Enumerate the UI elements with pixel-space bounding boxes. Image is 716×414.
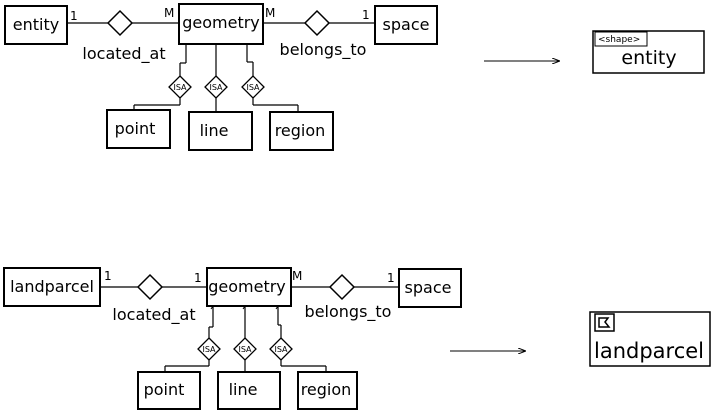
isa-label-region-bottom: ISA <box>274 345 288 354</box>
landparcel-box <box>3 267 101 307</box>
geometry-label-bottom: geometry <box>208 277 286 296</box>
space-label-bottom: space <box>405 278 452 297</box>
subtype-region-box <box>269 111 334 151</box>
belongs-to-label-bottom: belongs_to <box>305 302 392 322</box>
polygon-icon <box>594 313 615 332</box>
space-box <box>374 5 438 45</box>
belongs-to-relationship <box>303 9 331 37</box>
card-geometry-left-bottom: 1 <box>194 271 202 285</box>
geometry-label: geometry <box>182 13 260 32</box>
subtype-region-label-bottom: region <box>301 380 352 399</box>
isa-label-region: ISA <box>246 83 260 92</box>
isa-diamond-region <box>241 75 265 99</box>
subtype-region-box-bottom <box>297 371 358 410</box>
isa-label-point-bottom: ISA <box>202 345 216 354</box>
geometry-box <box>178 3 264 45</box>
subtype-line-box <box>188 111 253 151</box>
located-at-relationship <box>106 9 134 37</box>
landparcel-label: landparcel <box>10 277 94 296</box>
subtype-point-label: point <box>115 119 156 138</box>
subtype-line-box-bottom <box>217 371 281 410</box>
isa-label-line-bottom: ISA <box>238 345 252 354</box>
located-at-label-bottom: located_at <box>112 305 195 325</box>
subtype-line-label-bottom: line <box>229 380 258 399</box>
located-at-relationship-bottom <box>136 273 164 301</box>
card-space-bottom: 1 <box>387 271 395 285</box>
isa-diamond-point-bottom <box>197 337 221 361</box>
top-result-label: entity <box>621 47 676 69</box>
shape-tag-box <box>594 31 648 47</box>
subtype-point-box <box>106 109 171 149</box>
isa-label-line: ISA <box>209 83 223 92</box>
belongs-to-relationship-bottom <box>328 273 356 301</box>
card-geometry-right-bottom: M <box>292 269 302 283</box>
space-box-bottom <box>398 268 462 308</box>
isa-label-point: ISA <box>173 83 187 92</box>
top-diagram: entity located_at 1 M M 1 geometry belon… <box>4 3 705 151</box>
geometry-box-bottom <box>206 267 292 307</box>
isa-diamond-region-bottom <box>269 337 293 361</box>
card-space: 1 <box>362 8 370 22</box>
space-label: space <box>383 15 430 34</box>
located-at-label: located_at <box>82 44 165 64</box>
card-landparcel: 1 <box>104 269 112 283</box>
subtype-point-label-bottom: point <box>144 380 185 399</box>
isa-diamond-line <box>204 75 228 99</box>
subtype-line-label: line <box>200 121 229 140</box>
entity-label: entity <box>13 15 59 34</box>
card-geometry-left: M <box>164 6 174 20</box>
belongs-to-label: belongs_to <box>280 40 367 60</box>
shape-tag-label: <shape> <box>598 35 640 45</box>
card-entity: 1 <box>70 9 78 23</box>
entity-box <box>4 5 68 45</box>
top-connectors <box>67 22 375 112</box>
bottom-result-label: landparcel <box>594 339 704 363</box>
card-geometry-right: M <box>265 6 275 20</box>
subtype-region-label: region <box>275 121 326 140</box>
bottom-diagram: landparcel located_at 1 1 M 1 geometry b… <box>3 267 711 410</box>
isa-diamond-point <box>168 75 192 99</box>
subtype-point-box-bottom <box>137 371 201 410</box>
isa-diamond-line-bottom <box>233 337 257 361</box>
